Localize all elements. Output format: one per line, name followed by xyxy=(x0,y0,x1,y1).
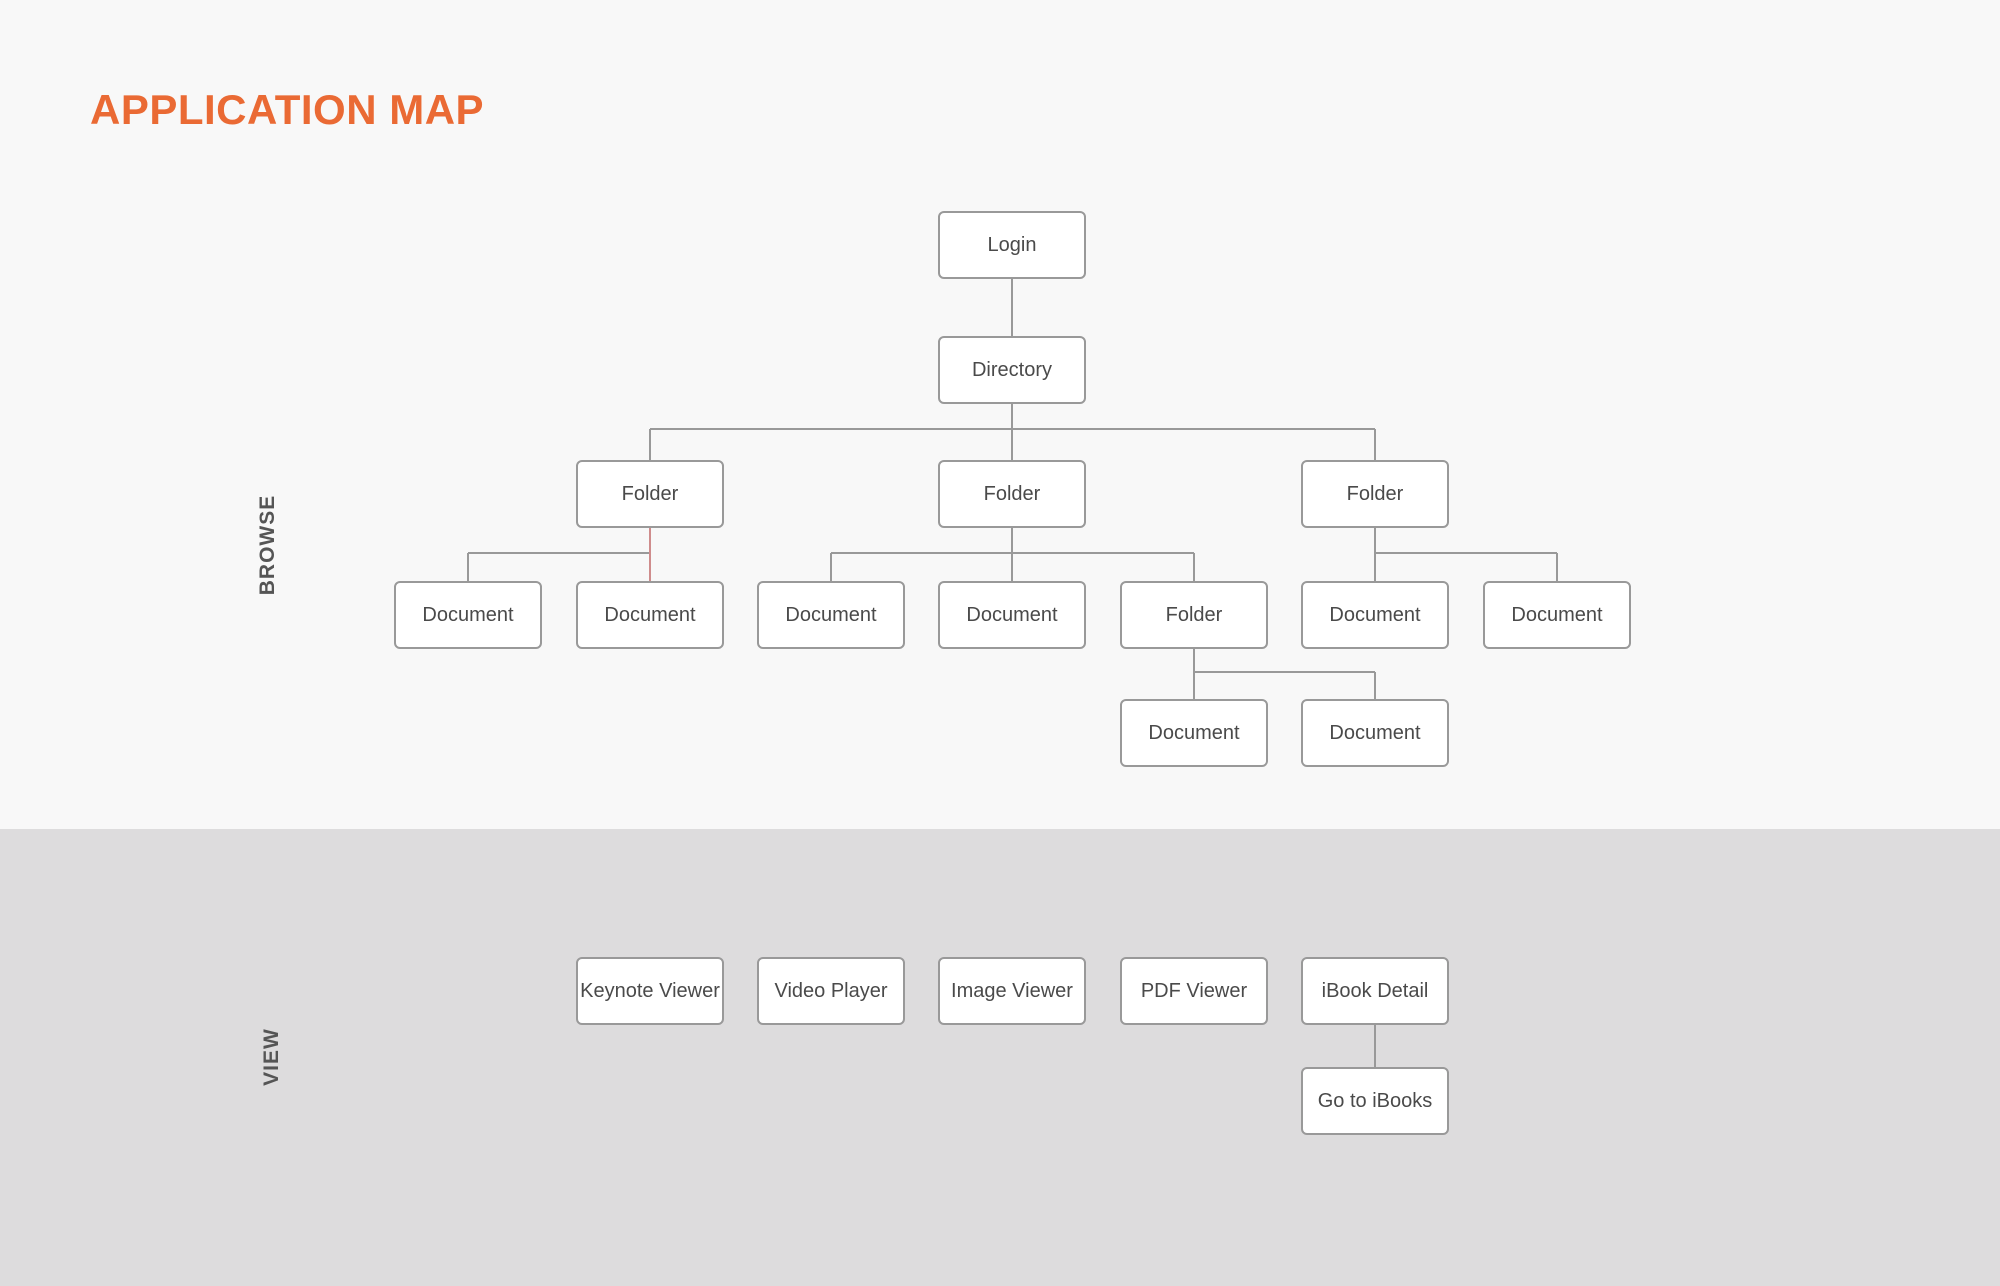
node-folder-2[interactable]: Folder xyxy=(938,460,1086,528)
browse-section xyxy=(0,0,2000,829)
node-folder-4[interactable]: Folder xyxy=(1120,581,1268,649)
node-document-7[interactable]: Document xyxy=(1120,699,1268,767)
node-video-player[interactable]: Video Player xyxy=(757,957,905,1025)
node-directory[interactable]: Directory xyxy=(938,336,1086,404)
node-folder-3[interactable]: Folder xyxy=(1301,460,1449,528)
node-login[interactable]: Login xyxy=(938,211,1086,279)
node-document-8[interactable]: Document xyxy=(1301,699,1449,767)
node-pdf-viewer[interactable]: PDF Viewer xyxy=(1120,957,1268,1025)
node-ibook-detail[interactable]: iBook Detail xyxy=(1301,957,1449,1025)
node-keynote-viewer[interactable]: Keynote Viewer xyxy=(576,957,724,1025)
node-go-to-ibooks[interactable]: Go to iBooks xyxy=(1301,1067,1449,1135)
page-title: APPLICATION MAP xyxy=(90,86,485,133)
node-image-viewer[interactable]: Image Viewer xyxy=(938,957,1086,1025)
node-folder-1[interactable]: Folder xyxy=(576,460,724,528)
node-document-4[interactable]: Document xyxy=(938,581,1086,649)
node-document-5[interactable]: Document xyxy=(1301,581,1449,649)
node-document-2[interactable]: Document xyxy=(576,581,724,649)
node-document-3[interactable]: Document xyxy=(757,581,905,649)
view-section xyxy=(0,829,2000,1286)
node-document-1[interactable]: Document xyxy=(394,581,542,649)
node-document-6[interactable]: Document xyxy=(1483,581,1631,649)
